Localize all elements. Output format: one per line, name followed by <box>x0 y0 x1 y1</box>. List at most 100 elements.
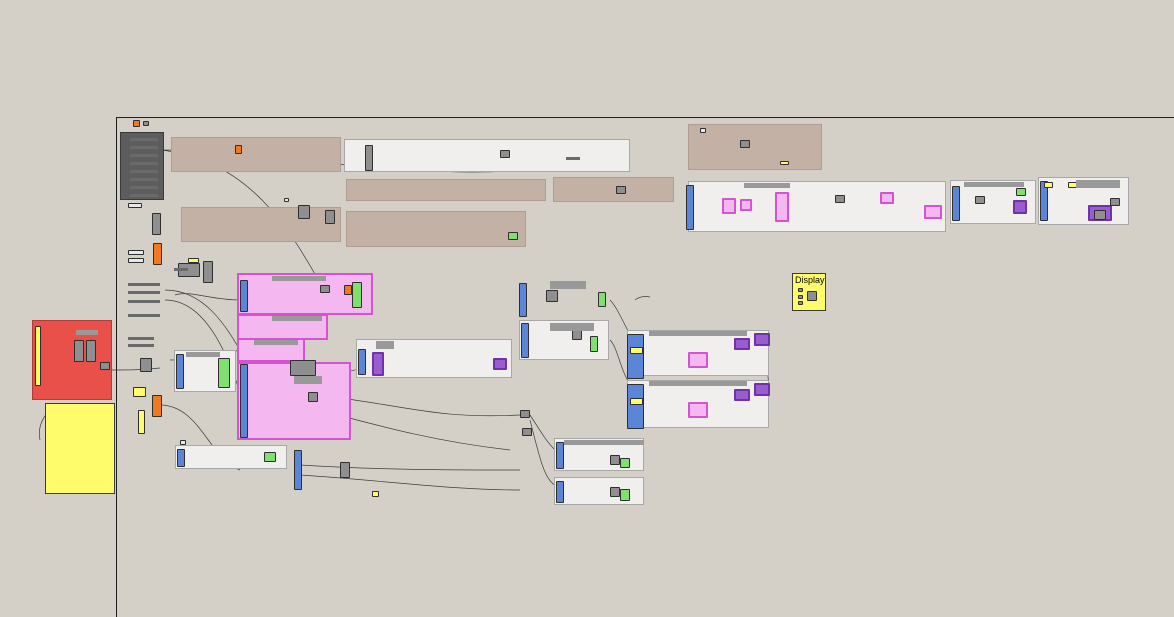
component[interactable] <box>520 410 530 418</box>
param-blue[interactable] <box>240 280 248 312</box>
param-green[interactable] <box>590 336 598 352</box>
component[interactable] <box>325 210 335 224</box>
number-slider[interactable] <box>128 300 160 303</box>
number-slider[interactable] <box>128 337 154 340</box>
param-blue[interactable] <box>176 354 184 389</box>
component[interactable] <box>740 140 750 148</box>
param-blue[interactable] <box>556 481 564 503</box>
component[interactable] <box>1110 198 1120 206</box>
number-slider[interactable] <box>130 170 158 173</box>
param-blue[interactable] <box>177 449 185 467</box>
component[interactable] <box>74 340 84 362</box>
component[interactable] <box>975 196 985 204</box>
component[interactable] <box>152 213 161 235</box>
param-green[interactable] <box>620 458 630 468</box>
param-green[interactable] <box>218 358 230 388</box>
component[interactable] <box>140 358 152 372</box>
param-yellow[interactable] <box>372 491 379 497</box>
component[interactable] <box>308 392 318 402</box>
number-slider[interactable] <box>130 146 158 149</box>
component[interactable] <box>86 340 96 362</box>
param-yellow[interactable] <box>1044 182 1053 188</box>
component[interactable] <box>616 186 626 194</box>
param-purple[interactable] <box>1013 200 1027 214</box>
param-magenta[interactable] <box>688 402 708 418</box>
number-slider[interactable] <box>130 162 158 165</box>
param-purple[interactable] <box>734 389 750 401</box>
param-blue[interactable] <box>294 450 302 490</box>
component[interactable] <box>1094 210 1106 220</box>
display-group[interactable]: Display <box>792 273 826 311</box>
param-green[interactable] <box>1016 188 1026 196</box>
white-group-10[interactable] <box>554 477 644 505</box>
param-green[interactable] <box>620 489 630 501</box>
component[interactable] <box>290 360 316 376</box>
component[interactable] <box>284 198 289 202</box>
component[interactable] <box>807 291 817 301</box>
white-group-3[interactable] <box>950 180 1036 224</box>
param-green[interactable] <box>598 292 606 307</box>
param-green[interactable] <box>508 232 518 240</box>
param-yellow[interactable] <box>780 161 789 165</box>
param-blue[interactable] <box>1040 181 1048 221</box>
red-group[interactable] <box>32 320 112 400</box>
dark-panel-group[interactable] <box>120 132 164 200</box>
param-blue[interactable] <box>686 185 694 230</box>
component[interactable] <box>320 285 330 293</box>
component[interactable] <box>203 261 213 283</box>
number-slider[interactable] <box>128 283 160 286</box>
number-slider[interactable] <box>128 291 160 294</box>
component[interactable] <box>128 203 142 208</box>
param-magenta[interactable] <box>722 198 736 214</box>
number-slider[interactable] <box>128 344 154 347</box>
param-green[interactable] <box>264 452 276 462</box>
param-purple[interactable] <box>754 333 770 346</box>
number-slider[interactable] <box>130 178 158 181</box>
param-magenta[interactable] <box>924 205 942 219</box>
number-slider[interactable] <box>130 138 158 141</box>
component[interactable] <box>798 301 803 305</box>
number-slider[interactable] <box>130 154 158 157</box>
brown-group-6[interactable] <box>688 124 822 170</box>
number-slider[interactable] <box>130 194 158 197</box>
param-orange[interactable] <box>152 395 162 417</box>
param-magenta[interactable] <box>740 199 752 211</box>
component[interactable] <box>610 455 620 465</box>
component[interactable] <box>835 195 845 203</box>
brown-group-3[interactable] <box>346 179 546 201</box>
param-yellow[interactable] <box>630 347 643 354</box>
param-orange[interactable] <box>153 243 162 265</box>
param-orange[interactable] <box>344 285 352 295</box>
white-group-1[interactable] <box>344 139 630 172</box>
param-purple[interactable] <box>734 338 750 350</box>
orange-param[interactable] <box>133 120 140 127</box>
brown-group-4[interactable] <box>553 177 674 202</box>
component[interactable] <box>128 250 144 255</box>
component[interactable] <box>798 288 803 292</box>
component[interactable] <box>546 290 558 302</box>
brown-group-2[interactable] <box>181 207 341 242</box>
component[interactable] <box>798 295 803 299</box>
component[interactable] <box>365 145 373 171</box>
param-yellow[interactable] <box>138 410 145 434</box>
component[interactable] <box>180 440 186 445</box>
brown-group-5[interactable] <box>346 211 526 247</box>
number-slider[interactable] <box>130 186 158 189</box>
brown-group-1[interactable] <box>171 137 341 172</box>
param-blue[interactable] <box>627 384 644 429</box>
param-blue[interactable] <box>627 334 644 379</box>
param-blue[interactable] <box>521 323 529 358</box>
param-blue[interactable] <box>519 283 527 317</box>
param-yellow[interactable] <box>630 398 643 405</box>
param-magenta[interactable] <box>688 352 708 368</box>
param-magenta[interactable] <box>775 192 789 222</box>
param-purple[interactable] <box>493 358 507 370</box>
param-orange[interactable] <box>235 145 242 154</box>
component[interactable] <box>610 487 620 497</box>
component[interactable] <box>298 205 310 219</box>
component[interactable] <box>128 258 144 263</box>
component[interactable] <box>572 330 582 340</box>
component[interactable] <box>340 462 350 478</box>
number-slider[interactable] <box>566 157 580 160</box>
